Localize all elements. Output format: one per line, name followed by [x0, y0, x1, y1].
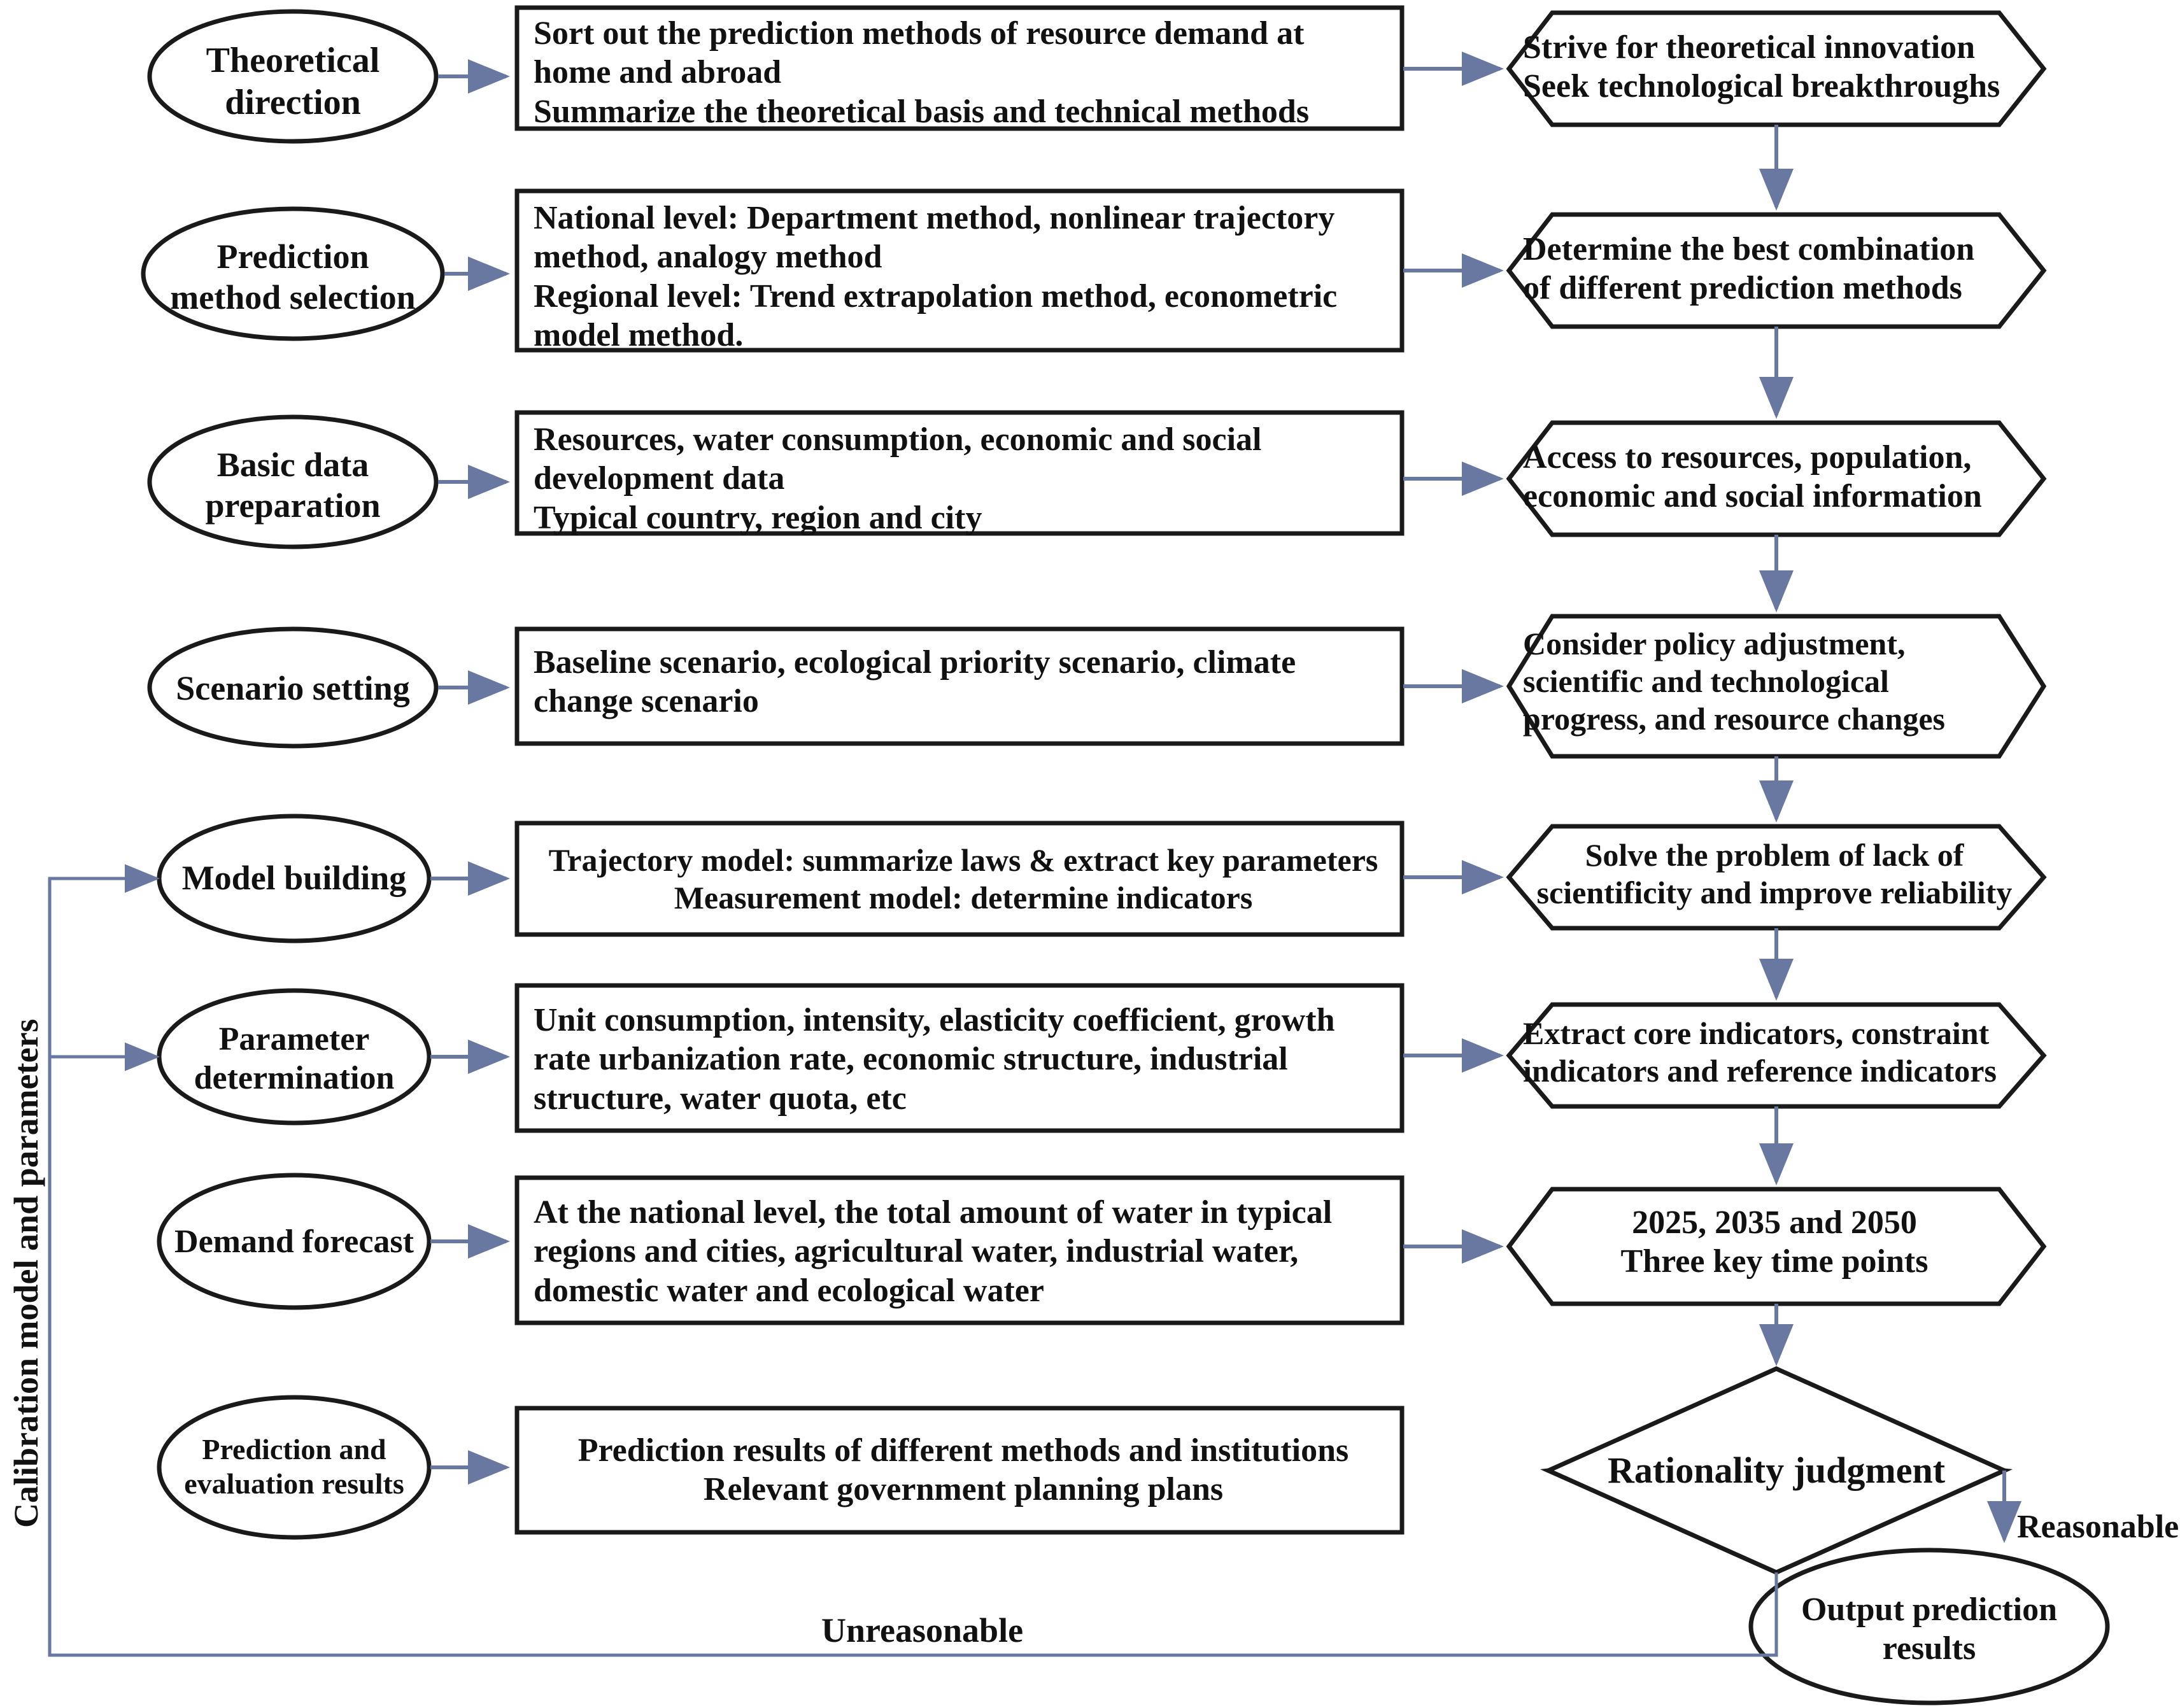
box-label-prediction-evaluation: Prediction results of different methods …	[577, 1432, 1349, 1508]
hexagon-theoretical-outcome[interactable]	[1506, 10, 2047, 127]
ellipse-label-scenario-setting: Scenario setting	[176, 669, 410, 707]
ellipse-demand-forecast[interactable]	[157, 1173, 432, 1310]
feedback-loop-unreasonable	[48, 864, 1778, 1657]
ellipse-theoretical-direction[interactable]	[147, 9, 439, 144]
hexagon-label-access-information: Access to resources, population, economi…	[1523, 439, 1982, 515]
box-label-basic-data-preparation: Resources, water consumption, economic a…	[534, 421, 1262, 536]
hexagon-label-extract-indicators: Extract core indicators, constraint indi…	[1523, 1015, 1997, 1089]
hexagon-time-points[interactable]	[1506, 1187, 2047, 1306]
box-label-parameter-determination: Unit consumption, intensity, elasticity …	[534, 1002, 1335, 1117]
hexagon-policy-consideration[interactable]	[1506, 614, 2047, 759]
hexagon-label-theoretical-outcome: Strive for theoretical innovation Seek t…	[1523, 29, 2000, 105]
ellipse-label-basic-data-preparation: Basic data preparation	[205, 446, 381, 525]
ellipse-label-theoretical-direction: Theoretical direction	[206, 41, 380, 123]
box-label-prediction-method: National level: Department method, nonli…	[534, 200, 1338, 354]
box-model-building[interactable]	[514, 821, 1405, 937]
branch-label-unreasonable: Unreasonable	[821, 1611, 1024, 1649]
box-label-model-building: Trajectory model: summarize laws & extra…	[548, 842, 1378, 915]
box-label-demand-forecast: At the national level, the total amount …	[534, 1194, 1333, 1309]
hexagon-label-solve-scientificity: Solve the problem of lack of scientifici…	[1536, 837, 2013, 910]
hexagon-method-combination[interactable]	[1506, 212, 2047, 329]
ellipse-label-parameter-determination: Parameter determination	[194, 1021, 395, 1097]
ellipse-prediction-method[interactable]	[141, 206, 445, 341]
hexagon-solve-scientificity[interactable]	[1506, 824, 2047, 931]
ellipse-label-prediction-method: Prediction method selection	[170, 237, 416, 316]
hexagon-access-information[interactable]	[1506, 420, 2047, 537]
ellipse-prediction-evaluation[interactable]	[157, 1395, 432, 1540]
hexagon-extract-indicators[interactable]	[1506, 1002, 2047, 1109]
side-label-calibration: Calibration model and parameters	[7, 1019, 45, 1528]
ellipse-output-prediction-results[interactable]	[1748, 1548, 2110, 1705]
box-prediction-method[interactable]	[514, 188, 1405, 353]
hexagon-label-policy-consideration: Consider policy adjustment, scientific a…	[1523, 626, 1945, 737]
ellipse-scenario-setting[interactable]	[147, 626, 439, 749]
box-parameter-determination[interactable]	[514, 983, 1405, 1133]
ellipse-label-prediction-evaluation: Prediction and evaluation results	[184, 1433, 404, 1500]
box-demand-forecast[interactable]	[514, 1175, 1405, 1325]
box-theoretical-direction[interactable]	[514, 5, 1405, 131]
hexagon-label-method-combination: Determine the best combination of differ…	[1523, 231, 1975, 307]
ellipse-label-demand-forecast: Demand forecast	[174, 1224, 414, 1260]
branch-label-reasonable: Reasonable	[2017, 1509, 2179, 1545]
box-label-scenario-setting: Baseline scenario, ecological priority s…	[534, 644, 1296, 720]
terminal-label-output-prediction: Output prediction results	[1801, 1592, 2058, 1667]
diamond-label-rationality-judgment: Rationality judgment	[1607, 1450, 1946, 1491]
box-basic-data-preparation[interactable]	[514, 410, 1405, 536]
ellipse-basic-data-preparation[interactable]	[147, 414, 439, 549]
hexagon-label-time-points: 2025, 2035 and 2050 Three key time point…	[1620, 1204, 1929, 1280]
box-scenario-setting[interactable]	[514, 626, 1405, 746]
box-prediction-evaluation[interactable]	[514, 1406, 1405, 1535]
box-label-theoretical-direction: Sort out the prediction methods of resou…	[534, 15, 1310, 130]
ellipse-label-model-building: Model building	[181, 859, 407, 897]
